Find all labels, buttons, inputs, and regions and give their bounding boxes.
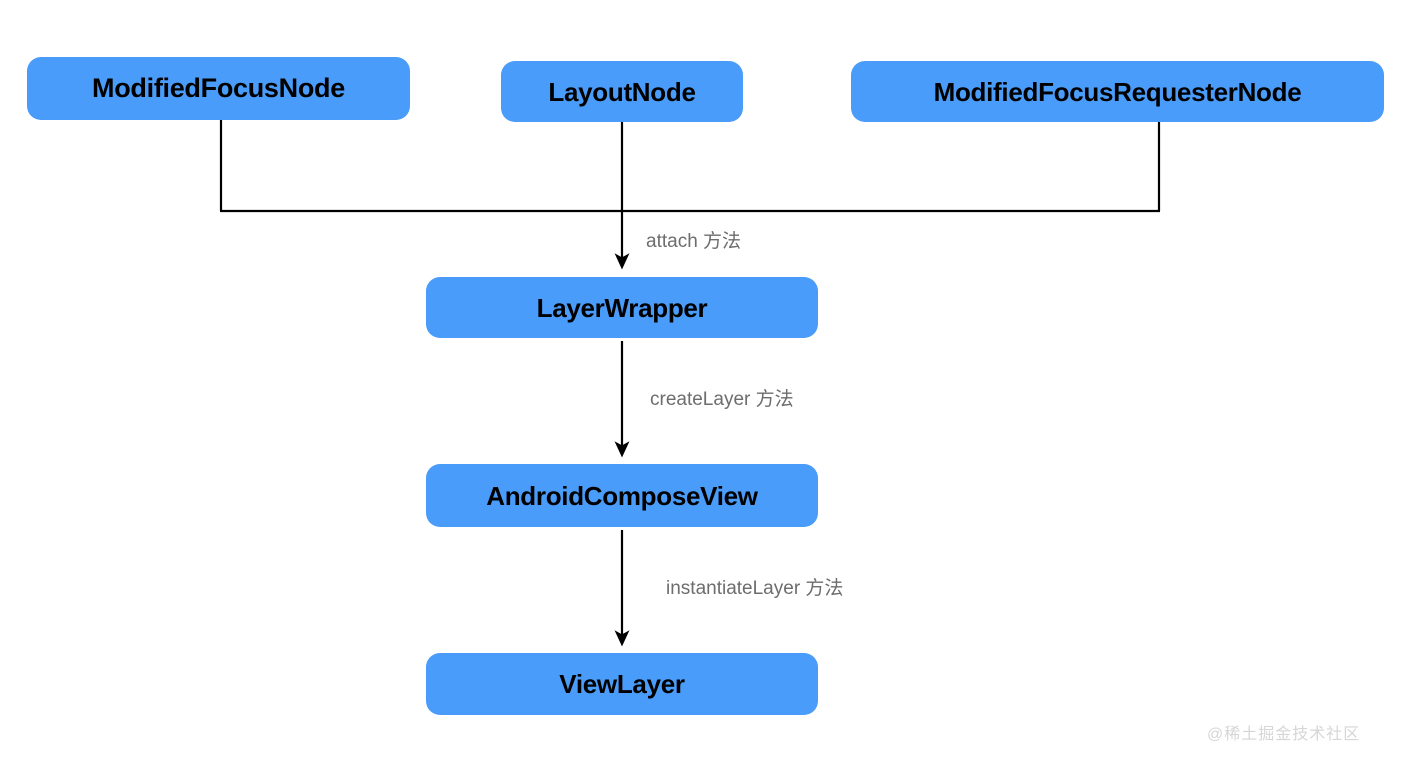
edge-label-instantiate-layer: instantiateLayer 方法 bbox=[666, 578, 844, 599]
node-layer-wrapper[interactable]: LayerWrapper bbox=[426, 277, 818, 338]
node-label: LayoutNode bbox=[548, 76, 696, 107]
node-label: AndroidComposeView bbox=[486, 480, 758, 511]
node-android-compose-view[interactable]: AndroidComposeView bbox=[426, 464, 818, 527]
edge-label-attach: attach 方法 bbox=[646, 231, 742, 252]
node-label: ModifiedFocusNode bbox=[92, 73, 345, 103]
node-label: LayerWrapper bbox=[536, 292, 708, 323]
watermark: @稀土掘金技术社区 bbox=[1207, 726, 1361, 743]
edge-label-create-layer: createLayer 方法 bbox=[650, 389, 794, 410]
node-modified-focus-requester-node[interactable]: ModifiedFocusRequesterNode bbox=[851, 61, 1384, 122]
node-modified-focus-node[interactable]: ModifiedFocusNode bbox=[27, 57, 410, 120]
node-label: ViewLayer bbox=[559, 669, 685, 699]
node-layout-node[interactable]: LayoutNode bbox=[501, 61, 743, 122]
node-view-layer[interactable]: ViewLayer bbox=[426, 653, 818, 715]
node-label: ModifiedFocusRequesterNode bbox=[933, 76, 1302, 107]
